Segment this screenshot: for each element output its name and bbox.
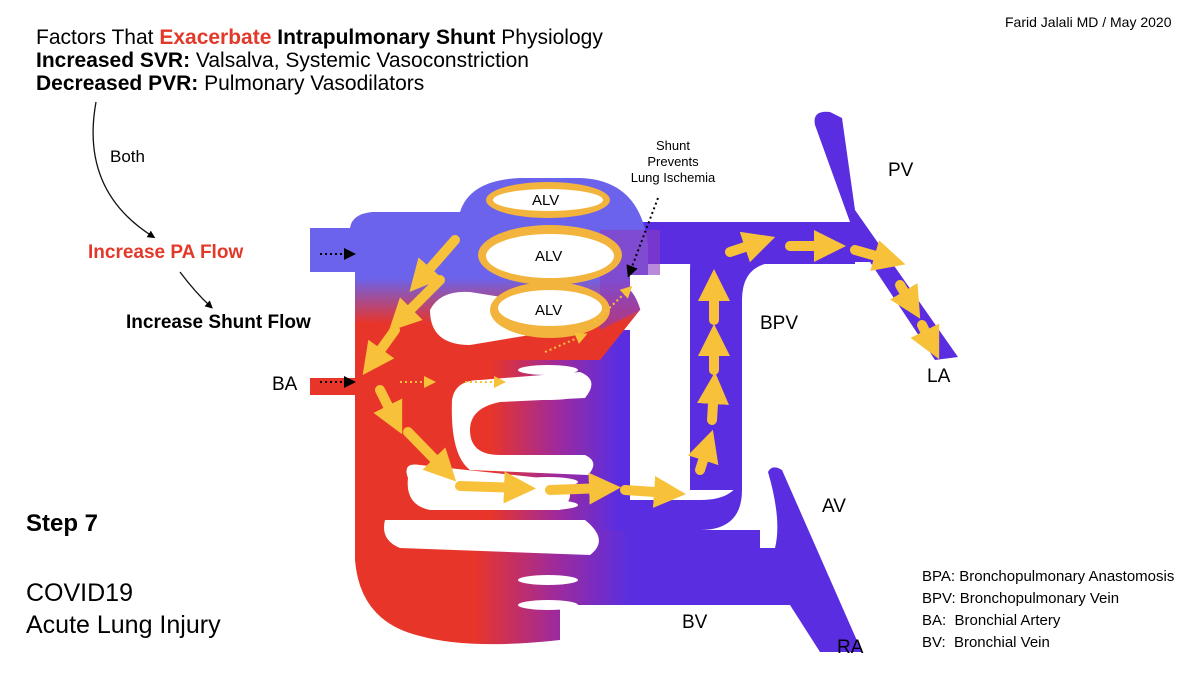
alveolus-label: ALV	[535, 248, 563, 265]
flow-arrow	[890, 280, 921, 319]
title-suffix: Physiology	[495, 26, 603, 49]
flow-arrow	[687, 429, 719, 475]
title-prefix: Factors That	[36, 26, 160, 49]
flow-arrow	[697, 372, 729, 425]
title-emph-bold: Intrapulmonary Shunt	[277, 26, 496, 49]
la-label: LA	[927, 366, 951, 387]
flow-arrow	[910, 320, 940, 360]
av-label: AV	[822, 496, 846, 517]
flow-arrow	[545, 472, 621, 505]
flow-arrow	[850, 240, 906, 271]
flow-arrow	[725, 231, 776, 263]
flow-arrow	[455, 471, 536, 504]
flow-arrow	[403, 427, 457, 482]
pvr-line: Decreased PVR: Pulmonary Vasodilators	[36, 72, 425, 95]
alveolus-label: ALV	[535, 302, 563, 319]
step-label: Step 7	[26, 510, 99, 537]
alveolus-label: ALV	[532, 192, 560, 209]
alveoli	[478, 182, 622, 338]
both-label: Both	[110, 147, 145, 166]
shunt-annotation: Shunt Prevents Lung Ischemia	[630, 138, 716, 185]
title-emph-red: Exacerbate	[159, 26, 272, 49]
flow-arrow	[373, 385, 403, 435]
subtitle: COVID19 Acute Lung Injury	[26, 579, 221, 639]
legend-item: BPV: Bronchopulmonary Vein	[922, 590, 1120, 607]
bv-label: BV	[682, 612, 708, 633]
legend-item: BV: Bronchial Vein	[922, 634, 1050, 651]
dotted-arrows	[320, 197, 659, 388]
bpv-label: BPV	[760, 313, 799, 334]
legend-item: BPA: Bronchopulmonary Anastomosis	[922, 568, 1175, 585]
ba-label: BA	[272, 374, 298, 395]
flow-arrows	[362, 229, 940, 508]
flow-arrow	[620, 475, 686, 508]
legend-item: BA: Bronchial Artery	[922, 612, 1061, 629]
svr-line: Increased SVR: Valsalva, Systemic Vasoco…	[36, 49, 529, 72]
increase-shunt-flow-label: Increase Shunt Flow	[126, 312, 311, 333]
author-credit: Farid Jalali MD / May 2020	[1005, 14, 1172, 30]
page-title: Factors That Exacerbate Intrapulmonary S…	[36, 26, 603, 50]
pv-label: PV	[888, 160, 914, 181]
abbreviation-legend: BPA: Bronchopulmonary Anastomosis BPV: B…	[922, 566, 1174, 654]
flow-connectors	[92, 101, 213, 309]
flow-arrow	[362, 325, 400, 375]
flow-arrow	[409, 235, 460, 293]
increase-pa-flow-label: Increase PA Flow	[88, 242, 244, 263]
ra-label: RA	[837, 637, 864, 658]
flow-arrow	[388, 275, 445, 332]
